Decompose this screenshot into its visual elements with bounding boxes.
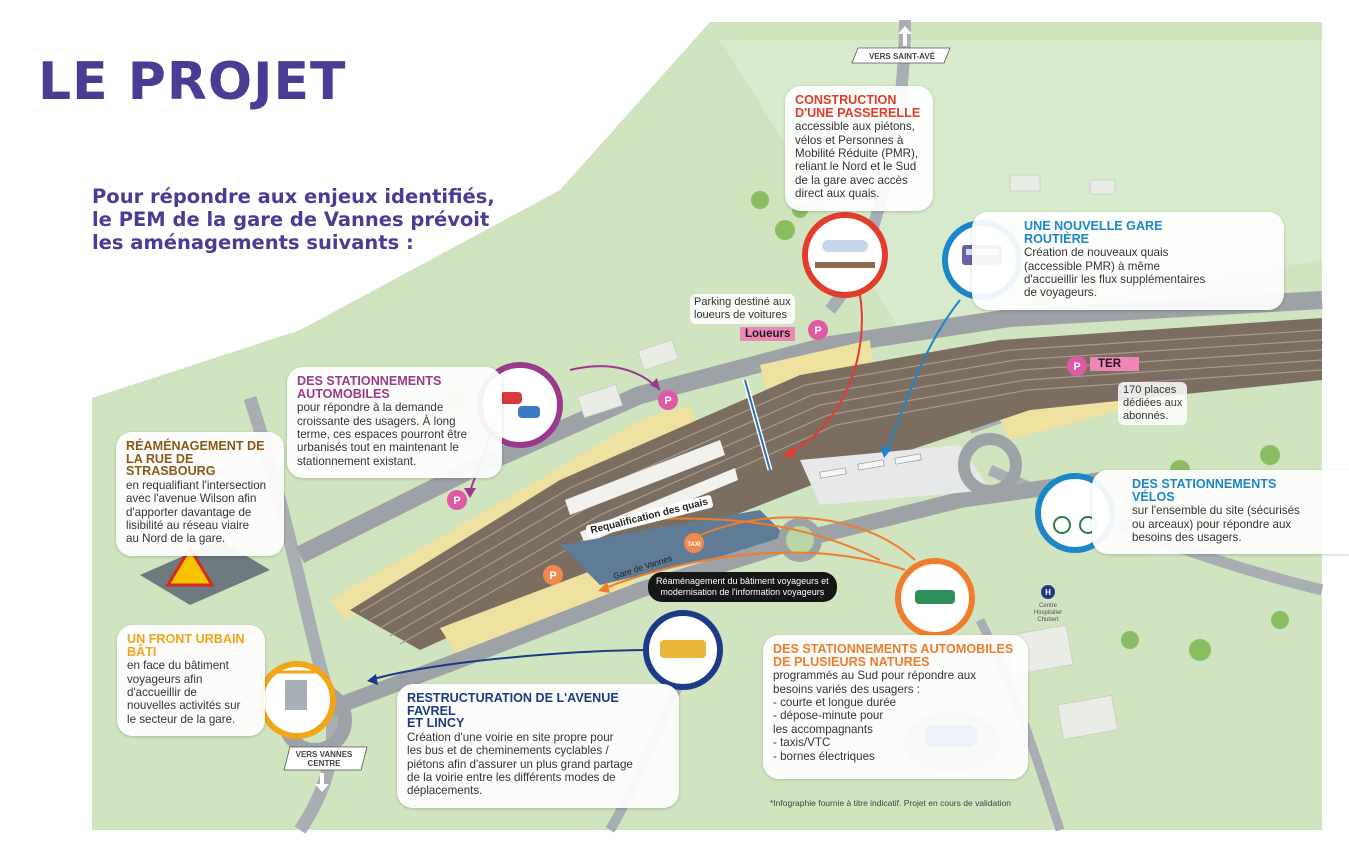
card-gare-routiere-title: UNE NOUVELLE GARE ROUTIÈRE	[1024, 219, 1163, 246]
svg-text:TAXI: TAXI	[687, 542, 701, 548]
hospital-icon: H	[1041, 585, 1055, 599]
platform-1	[565, 440, 725, 515]
card-passerelle-title: CONSTRUCTION D'UNE PASSERELLE	[795, 93, 921, 120]
svg-text:P: P	[453, 495, 460, 507]
intro-line-3: les aménagements suivants :	[92, 231, 414, 254]
svg-text:P: P	[549, 570, 556, 582]
card-restructuration-title: RESTRUCTURATION DE L'AVENUE FAVREL ET LI…	[407, 691, 619, 731]
arrow-plusieurs-natures-2	[599, 551, 906, 591]
card-passerelle: CONSTRUCTION D'UNE PASSERELLE accessible…	[785, 86, 933, 211]
card-gare-routiere-text: Création de nouveaux quais (accessible P…	[1024, 246, 1206, 300]
vers-saint-ave-sign: VERS SAINT-AVÉ	[868, 52, 936, 61]
card-velos: DES STATIONNEMENTS VÉLOS sur l'ensemble …	[1092, 470, 1349, 555]
page-title: LE PROJET	[38, 52, 347, 112]
parking-loueurs-label: Parking destiné aux loueurs de voitures	[690, 294, 795, 324]
vers-vannes-centre-sign: VERS VANNES CENTRE	[295, 750, 353, 768]
roundabout-east	[958, 433, 1022, 497]
parking-marker-icon: P P P P P	[447, 320, 1087, 585]
arrow-plusieurs-natures-1	[689, 516, 916, 561]
loueurs-tag: Loueurs	[740, 327, 796, 341]
card-restructuration: RESTRUCTURATION DE L'AVENUE FAVREL ET LI…	[397, 684, 679, 808]
card-front-urbain-text: en face du bâtiment voyageurs afin d'acc…	[127, 659, 241, 726]
card-passerelle-text: accessible aux piétons, vélos et Personn…	[795, 120, 919, 201]
station-building	[560, 510, 790, 585]
ter-places-label: 170 places dédiées aux abonnés.	[1118, 382, 1188, 425]
boulevard-south	[297, 472, 1102, 728]
svg-text:P: P	[664, 395, 671, 407]
svg-text:H: H	[1045, 588, 1051, 597]
ter-tag: TER	[1090, 357, 1139, 371]
svg-text:P: P	[1073, 361, 1080, 373]
taxi-marker-icon: TAXI	[684, 533, 704, 553]
reamenagement-label: Réaménagement du bâtiment voyageurs et m…	[648, 572, 837, 602]
parking-south	[440, 560, 640, 660]
circle-front-urbain-icon	[258, 661, 336, 739]
boulevard-north	[295, 291, 1323, 564]
card-strasbourg-text: en requalifiant l'intersection avec l'av…	[126, 478, 267, 546]
card-stationnements-auto-text: pour répondre à la demande croissante de…	[297, 401, 468, 468]
card-velos-title: DES STATIONNEMENTS VÉLOS	[1132, 477, 1277, 504]
circle-passerelle-icon	[802, 212, 888, 298]
card-plusieurs-natures: DES STATIONNEMENTS AUTOMOBILES DE PLUSIE…	[763, 635, 1028, 780]
north-arrow-icon	[851, 26, 951, 64]
bus-station	[800, 445, 990, 505]
intro-line-1: Pour répondre aux enjeux identifiés,	[92, 185, 495, 208]
arrow-gare-routiere	[884, 299, 961, 456]
card-strasbourg: RÉAMÉNAGEMENT DE LA RUE DE STRASBOURG en…	[116, 432, 284, 556]
intro-text: Pour répondre aux enjeux identifiés, le …	[92, 185, 562, 254]
road-works-icon	[140, 540, 270, 605]
card-stationnements-auto: DES STATIONNEMENTS AUTOMOBILES pour répo…	[287, 367, 502, 479]
card-plusieurs-natures-title: DES STATIONNEMENTS AUTOMOBILES DE PLUSIE…	[773, 642, 1014, 669]
south-arrow-icon	[283, 746, 368, 792]
footnote: *Infographie fournie à titre indicatif. …	[770, 798, 1011, 808]
card-gare-routiere: UNE NOUVELLE GARE ROUTIÈRE Création de n…	[972, 212, 1284, 310]
card-restructuration-text: Création d'une voirie en site propre pou…	[407, 730, 633, 798]
arrow-passerelle	[784, 294, 863, 456]
buildings	[577, 174, 1119, 740]
svg-text:P: P	[814, 325, 821, 337]
hospital-label: Centre Hospitalier Chubert	[1033, 603, 1063, 623]
circle-restructuration-icon	[643, 610, 723, 690]
arrow-restructuration	[369, 649, 656, 681]
card-plusieurs-natures-text: programmés au Sud pour répondre aux beso…	[773, 669, 977, 763]
intro-line-2: le PEM de la gare de Vannes prévoit	[92, 208, 490, 231]
card-velos-text: sur l'ensemble du site (sécurisés ou arc…	[1132, 504, 1300, 544]
bus-icons	[819, 453, 922, 479]
circle-plusieurs-natures-icon	[895, 558, 975, 638]
card-front-urbain: UN FRONT URBAIN BÂTI en face du bâtiment…	[117, 625, 265, 737]
card-front-urbain-title: UN FRONT URBAIN BÂTI	[127, 632, 245, 659]
card-stationnements-auto-title: DES STATIONNEMENTS AUTOMOBILES	[297, 374, 442, 401]
roundabout-center	[778, 518, 822, 562]
card-strasbourg-title: RÉAMÉNAGEMENT DE LA RUE DE STRASBOURG	[126, 439, 265, 479]
